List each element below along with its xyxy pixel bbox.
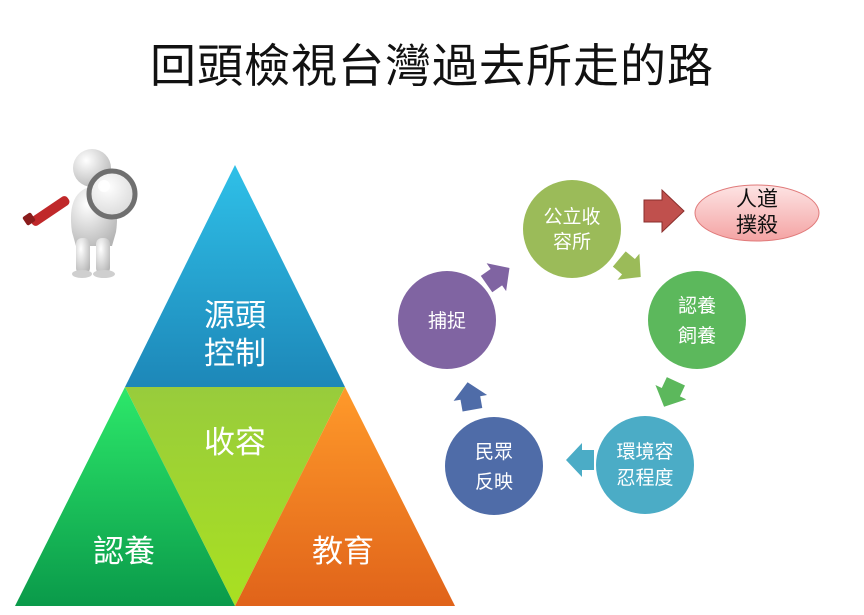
- outcome-arrow: [643, 188, 685, 234]
- cycle-node-shelter-line1: 公立收: [543, 206, 600, 228]
- pyramid-left-segment: [15, 387, 235, 606]
- cycle-node-adopt: 認養 飼養: [648, 271, 746, 369]
- cycle-node-adopt-line1: 認養: [678, 295, 716, 317]
- pyramid-left-label: 認養: [93, 534, 155, 570]
- cycle-node-complaint-line1: 民眾: [475, 441, 513, 463]
- pyramid-right-segment: [235, 387, 455, 606]
- cycle-node-shelter-line2: 容所: [553, 231, 591, 253]
- pyramid-top-label-line2: 控制: [204, 336, 266, 372]
- cycle-node-shelter: 公立收 容所: [523, 180, 621, 278]
- cycle-arrow-3: [566, 443, 594, 477]
- pyramid-center-segment: [125, 387, 345, 606]
- pyramid-top-segment: [125, 165, 345, 387]
- slide-title: 回頭檢視台灣過去所走的路: [150, 39, 714, 93]
- cycle-arrow-2: [655, 377, 687, 407]
- pyramid-center-label: 收容: [204, 425, 266, 461]
- outcome-pill: 人道 撲殺: [694, 184, 820, 242]
- outcome-pill-line2: 撲殺: [736, 213, 778, 237]
- pyramid-top-label-line1: 源頭: [204, 298, 266, 334]
- pyramid-right-label: 教育: [312, 534, 374, 570]
- magnifying-glass-person-icon: [22, 149, 138, 278]
- cycle-node-tolerance: 環境容 忍程度: [596, 416, 694, 514]
- outcome-pill-line1: 人道: [736, 187, 778, 211]
- cycle-node-adopt-line2: 飼養: [678, 325, 716, 347]
- cycle-arrow-5: [480, 263, 510, 293]
- cycle-node-complaint: 民眾 反映: [445, 417, 543, 515]
- cycle-node-capture-line1: 捕捉: [428, 310, 466, 332]
- cycle-arrow-1: [612, 251, 641, 280]
- cycle-node-tolerance-line1: 環境容: [616, 441, 673, 463]
- cycle-node-capture: 捕捉: [398, 271, 496, 369]
- cycle-node-complaint-line2: 反映: [475, 471, 513, 493]
- cycle-node-tolerance-line2: 忍程度: [616, 467, 673, 489]
- cycle-arrow-4: [453, 382, 488, 412]
